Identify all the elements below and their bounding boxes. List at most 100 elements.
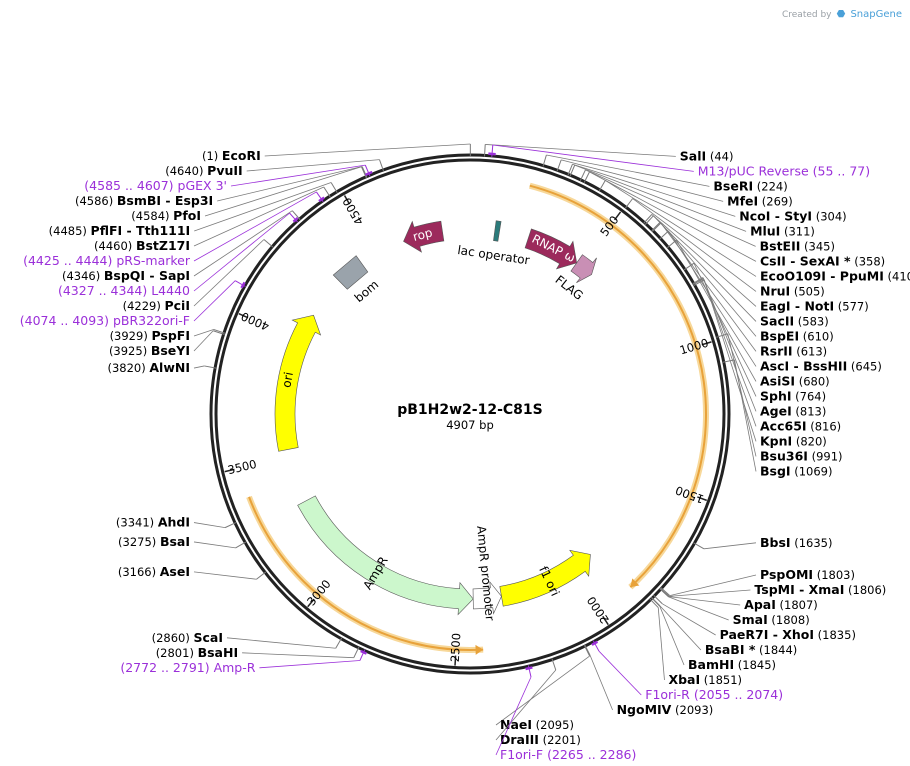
site-tick: [584, 644, 591, 656]
site-name: BamHI: [688, 657, 734, 672]
tick-mark: [238, 312, 249, 319]
site-name: MfeI: [727, 193, 758, 208]
site-name: PflFI - Tth111I: [91, 223, 191, 238]
site-tick: [542, 154, 547, 167]
site-name: BseYI: [151, 343, 190, 358]
site-position: (2801): [156, 646, 198, 660]
site-name: BspEI: [760, 328, 799, 343]
site-position: (3275): [118, 535, 160, 549]
site-position: (991): [808, 449, 843, 463]
site-label-nrui: NruI (505): [760, 283, 825, 298]
site-leader: [727, 333, 757, 457]
site-name: BsaI: [160, 534, 190, 549]
site-name: CsII - SexAI *: [760, 253, 851, 268]
site-position: (1803): [813, 568, 855, 582]
primer-bar: [364, 170, 373, 177]
primer-label-amp-r: (2772 .. 2791) Amp-R: [120, 660, 255, 675]
branding: Created by ⬣ SnapGene: [782, 2, 902, 21]
site-position: (1): [202, 149, 222, 163]
primer-leader: [193, 280, 236, 322]
site-position: (1851): [700, 673, 742, 687]
site-tick: [583, 171, 590, 183]
site-name: PspFI: [151, 328, 190, 343]
site-tick: [323, 186, 331, 198]
f1-ori-feature: [499, 549, 591, 607]
site-position: (2201): [539, 733, 581, 747]
site-position: (577): [834, 299, 869, 313]
primer-bar: [488, 152, 496, 156]
site-position: (613): [793, 344, 828, 358]
site-tick: [625, 198, 634, 209]
site-leader: [226, 637, 336, 649]
primer-leader: [495, 676, 532, 756]
site-label-ecori: (1) EcoRI: [202, 148, 261, 163]
primer-label-f1ori-f: F1ori-F (2265 .. 2286): [500, 747, 636, 762]
primer-bar: [360, 649, 367, 655]
site-tick: [235, 541, 247, 549]
site-name: BbsI: [760, 535, 791, 550]
site-label-bseri: BseRI (224): [713, 178, 787, 193]
site-position: (2093): [671, 703, 713, 717]
site-label-alwni: (3820) AlwNI: [107, 360, 190, 375]
site-leader: [668, 596, 729, 621]
site-position: (1807): [776, 598, 818, 612]
site-label-pfoi: (4584) PfoI: [131, 208, 201, 223]
primer-label-m13-puc-reverse: M13/pUC Reverse (55 .. 77): [698, 163, 870, 178]
rop-feature: [403, 220, 445, 253]
primer-bar: [240, 281, 246, 289]
site-leader: [659, 222, 757, 337]
primer-leader: [259, 660, 360, 669]
site-position: (816): [807, 419, 842, 433]
site-position: (680): [795, 374, 830, 388]
site-leader: [572, 163, 736, 217]
site-tick: [361, 166, 367, 178]
site-leader: [605, 180, 757, 277]
site-tick: [659, 230, 669, 240]
site-label-mfei: MfeI (269): [727, 193, 793, 208]
site-label-agei: AgeI (813): [760, 403, 826, 418]
site-label-pspomi: PspOMI (1803): [760, 567, 855, 582]
site-tick: [556, 159, 562, 172]
site-position: (2095): [532, 718, 574, 732]
site-label-asci-bsshii: AscI - BssHII (645): [760, 358, 882, 373]
site-leader: [659, 605, 702, 651]
tick-mark: [701, 341, 712, 346]
site-name: TspMI - XmaI: [754, 582, 844, 597]
site-position: (4346): [62, 269, 104, 283]
site-position: (311): [780, 224, 815, 238]
site-leader: [193, 365, 205, 369]
primer-range: (4327 .. 4344): [58, 283, 151, 298]
site-label-bspei: BspEI (610): [760, 328, 834, 343]
site-name: BsaHI: [198, 645, 239, 660]
tick-label: 4000: [239, 309, 271, 333]
site-position: (4229): [123, 299, 165, 313]
primer-name: pRS-marker: [116, 253, 191, 268]
tick-mark: [224, 468, 235, 473]
site-label-bsai: (3275) BsaI: [118, 534, 190, 549]
site-leader: [661, 603, 716, 636]
site-name: Bsu36I: [760, 448, 808, 463]
ampr-feature: [297, 495, 474, 616]
site-tick: [650, 597, 661, 607]
site-tick: [212, 330, 225, 335]
site-tick: [651, 221, 661, 232]
site-position: (3929): [110, 329, 152, 343]
site-leader: [651, 214, 757, 307]
site-leader: [660, 222, 757, 352]
site-tick: [644, 215, 654, 225]
site-label-smai: SmaI (1808): [733, 612, 810, 627]
site-name: BstZ17I: [136, 238, 190, 253]
site-name: PaeR7I - XhoI: [720, 627, 814, 642]
site-leader: [495, 669, 557, 741]
site-leader: [204, 166, 362, 217]
site-label-pflfi-tth111i: (4485) PflFI - Tth111I: [49, 223, 191, 238]
site-name: BsaBI *: [705, 642, 756, 657]
site-label-naei: NaeI (2095): [500, 717, 574, 732]
bom-feature: [332, 255, 369, 290]
site-leader: [193, 571, 257, 580]
tick-label: 1500: [673, 483, 705, 506]
site-leader: [702, 277, 757, 412]
site-label-asei: (3166) AseI: [118, 564, 190, 579]
